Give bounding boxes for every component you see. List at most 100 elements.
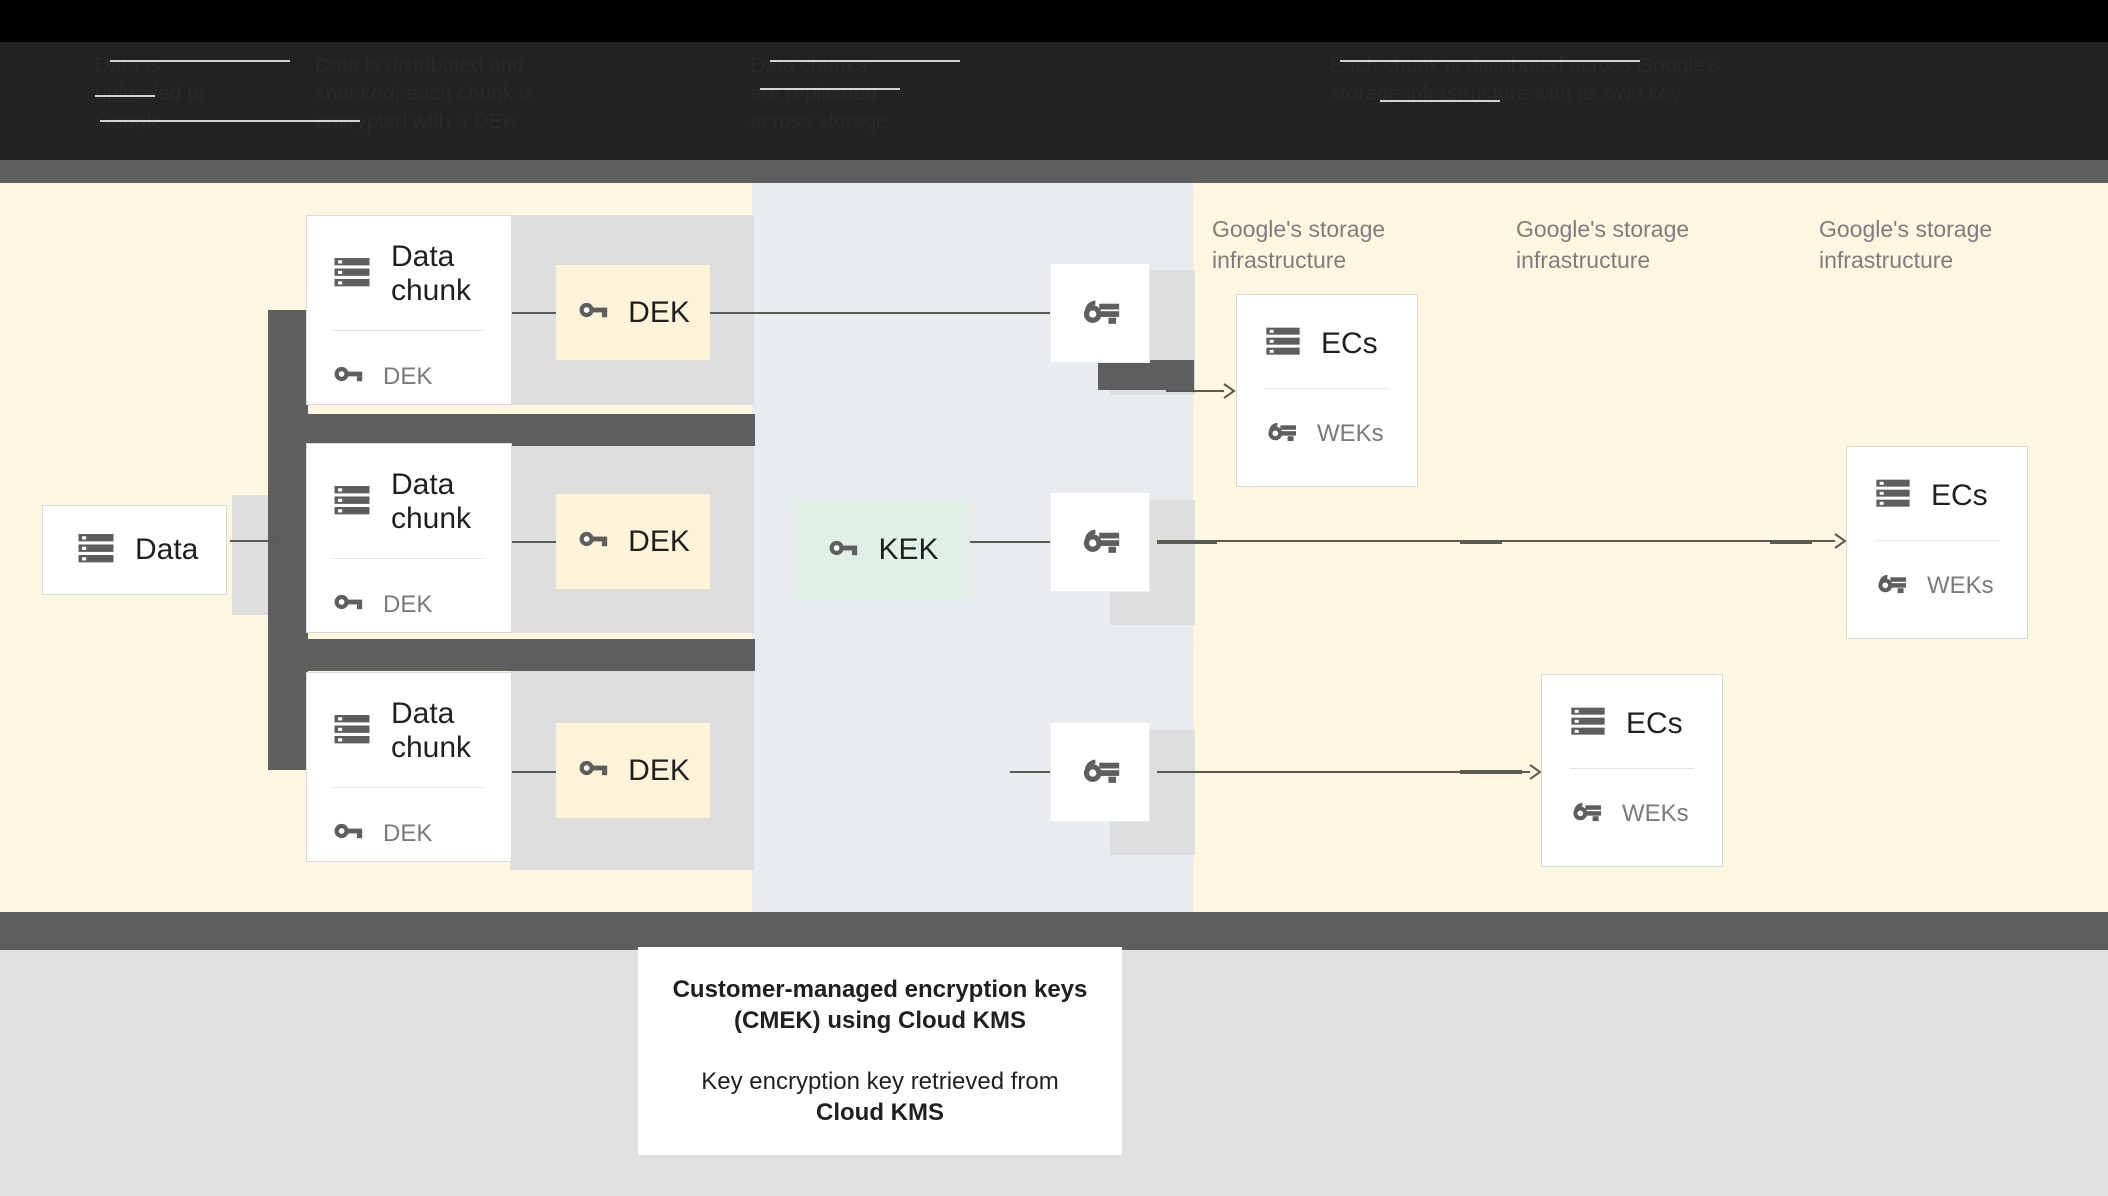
data-card-title: Data <box>135 533 199 566</box>
server-icon <box>1568 701 1608 746</box>
arrow-to-ecs-2 <box>1157 530 1847 552</box>
header-inner <box>0 42 2108 160</box>
kek-box[interactable]: KEK <box>795 500 970 600</box>
ecs-key-label: WEKs <box>1622 799 1689 827</box>
card-divider <box>333 787 483 788</box>
ecs-key-label: WEKs <box>1317 419 1384 447</box>
ecs-card[interactable]: ECs WEKs <box>1846 446 2028 639</box>
ecs-header: ECs <box>1873 473 2009 518</box>
ecs-key-label: WEKs <box>1927 571 1994 599</box>
header-band: Data is uploaded to Google Data is distr… <box>0 0 2108 160</box>
connector-line-thick <box>1460 540 1502 544</box>
card-divider <box>1875 540 1999 541</box>
ecs-header: ECs <box>1263 321 1399 366</box>
dek-box-label: DEK <box>628 753 690 787</box>
data-chunk-card[interactable]: Data chunk DEK <box>306 443 512 633</box>
header-artifact <box>95 95 155 97</box>
overlay-bar <box>268 414 755 446</box>
data-chunk-key-row: DEK <box>331 814 491 853</box>
data-chunk-title: Data chunk <box>391 468 472 535</box>
header-artifact <box>1380 100 1500 102</box>
header-artifact <box>760 88 900 90</box>
double-key-icon <box>1077 517 1123 568</box>
caption-line-3: Key encryption key retrieved from <box>701 1068 1059 1095</box>
header-column-4: Each chunk is distributed across Google'… <box>1330 54 1720 105</box>
wek-key-card[interactable] <box>1050 492 1150 592</box>
connector-line <box>1010 771 1050 773</box>
double-key-icon <box>1568 793 1604 834</box>
double-key-icon <box>1263 413 1299 454</box>
server-icon <box>1263 321 1303 366</box>
server-icon <box>331 708 373 755</box>
key-icon <box>576 751 610 790</box>
connector-line <box>512 771 556 773</box>
dek-box[interactable]: DEK <box>556 494 710 589</box>
ecs-key-row: WEKs <box>1263 413 1399 454</box>
storage-infra-label: Google's storage infrastructure <box>1212 216 1386 273</box>
connector-line-thick <box>1460 770 1522 774</box>
caption-line-2: (CMEK) using Cloud KMS <box>734 1007 1026 1034</box>
ecs-card[interactable]: ECs WEKs <box>1541 674 1723 867</box>
kek-box-label: KEK <box>878 533 939 566</box>
dek-box-label: DEK <box>628 295 690 329</box>
storage-infra-label: Google's storage infrastructure <box>1819 216 1993 273</box>
ecs-title: ECs <box>1626 706 1683 740</box>
data-card[interactable]: Data <box>42 505 227 595</box>
connector-line <box>230 540 275 542</box>
data-chunk-card[interactable]: Data chunk DEK <box>306 672 512 862</box>
card-divider <box>333 558 483 559</box>
overlay-bar <box>268 639 755 671</box>
server-icon <box>75 527 117 574</box>
caption-line-1: Customer-managed encryption keys <box>672 976 1088 1003</box>
header-column-2: Data is distributed and chunked; each ch… <box>315 54 535 133</box>
connector-line <box>968 541 1050 543</box>
card-divider <box>333 330 483 331</box>
arrow-to-ecs-1 <box>1166 380 1236 402</box>
card-divider <box>1570 768 1694 769</box>
dek-box[interactable]: DEK <box>556 723 710 818</box>
bottom-separator-band <box>0 912 2108 950</box>
header-artifact <box>770 60 960 62</box>
card-divider <box>1265 388 1389 389</box>
connector-line-thick <box>1770 540 1812 544</box>
connector-line <box>512 312 556 314</box>
ecs-title: ECs <box>1321 326 1378 360</box>
header-column-1: Data is uploaded to Google <box>95 54 205 133</box>
header-artifact <box>110 60 290 62</box>
server-icon <box>331 479 373 526</box>
top-separator-band <box>0 160 2108 183</box>
connector-line-thick <box>1157 540 1217 544</box>
storage-infra-label: Google's storage infrastructure <box>1516 216 1690 273</box>
server-icon <box>1873 473 1913 518</box>
overlay-bar <box>1098 360 1194 390</box>
data-chunk-header: Data chunk <box>331 240 491 308</box>
dek-box-label: DEK <box>628 524 690 558</box>
server-icon <box>331 251 373 298</box>
data-chunk-header: Data chunk <box>331 468 491 536</box>
data-chunk-key-row: DEK <box>331 585 491 624</box>
wek-key-card[interactable] <box>1050 722 1150 822</box>
wek-key-card[interactable] <box>1050 263 1150 363</box>
data-chunk-key-label: DEK <box>383 819 433 847</box>
dek-box[interactable]: DEK <box>556 265 710 360</box>
data-chunk-title: Data chunk <box>391 697 472 764</box>
caption-card: Customer-managed encryption keys (CMEK) … <box>638 947 1122 1155</box>
data-chunk-header: Data chunk <box>331 697 491 765</box>
data-chunk-title: Data chunk <box>391 240 472 307</box>
ecs-header: ECs <box>1568 701 1704 746</box>
data-chunk-card[interactable]: Data chunk DEK <box>306 215 512 405</box>
data-chunk-key-label: DEK <box>383 590 433 618</box>
connector-line <box>512 541 556 543</box>
ecs-card[interactable]: ECs WEKs <box>1236 294 1418 487</box>
key-icon <box>576 522 610 561</box>
key-icon <box>331 585 365 624</box>
double-key-icon <box>1077 288 1123 339</box>
caption-line-4: Cloud KMS <box>816 1099 944 1126</box>
key-icon <box>331 357 365 396</box>
header-column-3: Data chunks are replicated across storag… <box>750 54 888 133</box>
double-key-icon <box>1873 565 1909 606</box>
double-key-icon <box>1077 747 1123 798</box>
ecs-title: ECs <box>1931 478 1988 512</box>
header-artifact <box>1340 60 1640 62</box>
